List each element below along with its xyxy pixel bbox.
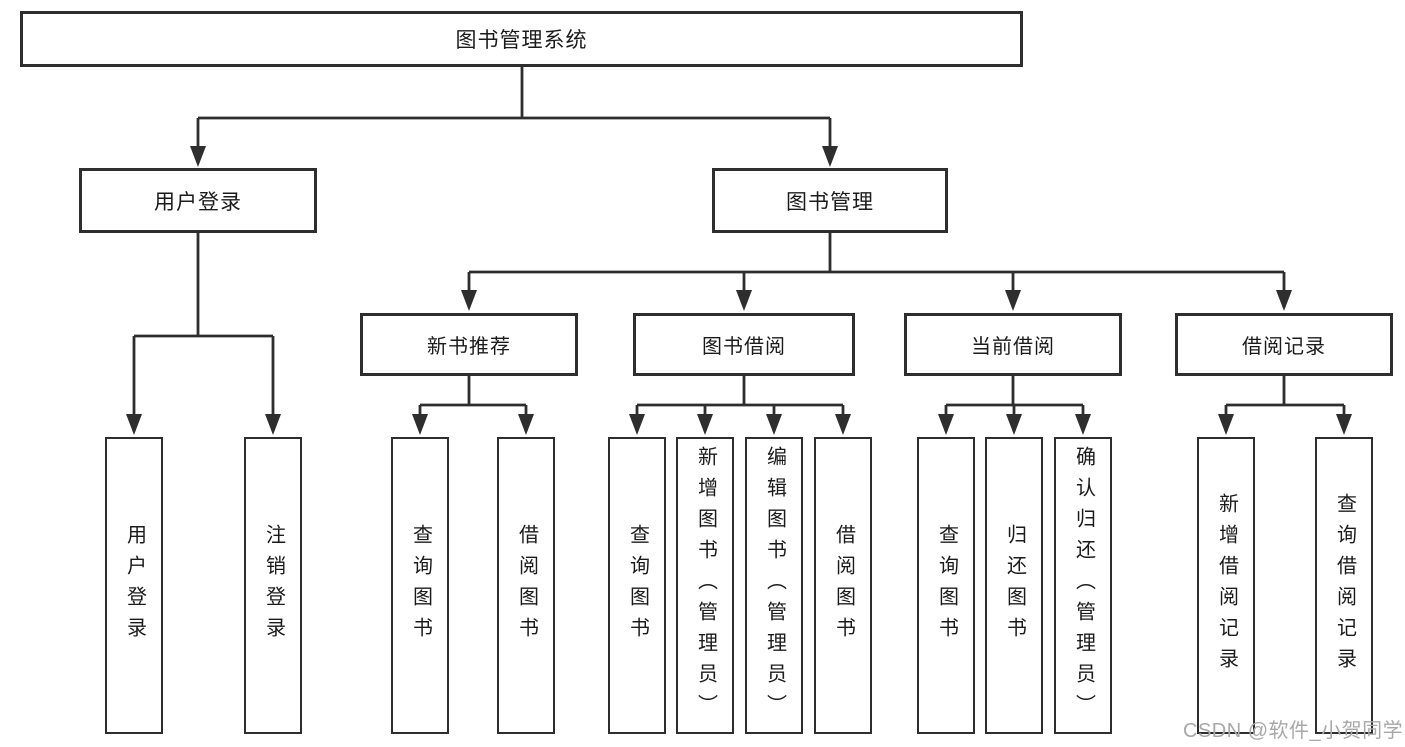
leaf-edit-book-admin: 编辑图书（管理员） (745, 437, 803, 734)
leaf-query-books-borrow: 查询图书 (608, 437, 666, 734)
connector-management-to-groups (461, 233, 1292, 311)
arrow-down-icon (1276, 290, 1292, 311)
arrow-down-icon (938, 414, 954, 435)
connector-login-to-leaves (126, 233, 281, 435)
leaf-confirm-return-admin: 确认归还（管理员） (1054, 437, 1112, 734)
connector-borrowrecords-group (1218, 376, 1352, 435)
leaf-label: 归还图书 (1003, 523, 1026, 648)
arrow-down-icon (412, 414, 428, 435)
group-book-borrow: 图书借阅 (633, 313, 855, 376)
arrow-down-icon (265, 414, 281, 435)
leaf-label: 查询图书 (626, 523, 649, 648)
arrow-down-icon (766, 414, 782, 435)
leaf-return-book: 归还图书 (985, 437, 1043, 734)
leaf-borrow-books: 借阅图书 (814, 437, 872, 734)
leaf-add-book-admin: 新增图书（管理员） (676, 437, 734, 734)
arrow-down-icon (461, 290, 477, 311)
leaf-query-borrow-record: 查询借阅记录 (1315, 437, 1373, 734)
leaf-label: 新增借阅记录 (1215, 492, 1238, 679)
root-label: 图书管理系统 (455, 29, 588, 52)
branch-label: 用户登录 (154, 190, 242, 214)
arrow-down-icon (1336, 414, 1352, 435)
connector-bookborrow-group (629, 376, 851, 435)
group-label: 借阅记录 (1242, 336, 1326, 358)
leaf-label: 新增图书（管理员） (694, 446, 717, 725)
arrow-down-icon (1075, 414, 1091, 435)
leaf-label: 确认归还（管理员） (1072, 446, 1095, 725)
leaf-label: 查询图书 (409, 523, 432, 648)
arrow-down-icon (1218, 414, 1234, 435)
leaf-label: 借阅图书 (515, 523, 538, 648)
leaf-query-books-current: 查询图书 (917, 437, 975, 734)
arrow-down-icon (190, 146, 206, 167)
leaf-label: 借阅图书 (832, 523, 855, 648)
connector-newbook-group (412, 376, 534, 435)
group-borrow-records: 借阅记录 (1175, 313, 1393, 376)
leaf-user-login: 用户登录 (105, 437, 163, 734)
branch-user-login: 用户登录 (79, 168, 317, 233)
group-label: 图书借阅 (702, 336, 786, 358)
branch-book-management: 图书管理 (712, 168, 948, 233)
leaf-label: 编辑图书（管理员） (763, 446, 786, 725)
connector-root-to-level2 (190, 67, 838, 167)
leaf-query-books-recommend: 查询图书 (391, 437, 449, 734)
arrow-down-icon (736, 290, 752, 311)
arrow-down-icon (835, 414, 851, 435)
leaf-label: 用户登录 (123, 523, 146, 648)
group-label: 新书推荐 (427, 336, 511, 358)
arrow-down-icon (1006, 414, 1022, 435)
arrow-down-icon (697, 414, 713, 435)
leaf-add-borrow-record: 新增借阅记录 (1197, 437, 1255, 734)
csdn-watermark: CSDN @软件_小贺同学 (1183, 720, 1404, 742)
branch-label: 图书管理 (786, 190, 874, 214)
group-label: 当前借阅 (971, 336, 1055, 358)
group-new-book-recommend: 新书推荐 (360, 313, 578, 376)
arrow-down-icon (518, 414, 534, 435)
leaf-label: 注销登录 (262, 523, 285, 648)
group-current-borrow: 当前借阅 (904, 313, 1122, 376)
arrow-down-icon (1005, 290, 1021, 311)
leaf-logout: 注销登录 (244, 437, 302, 734)
root-node-library-system: 图书管理系统 (20, 11, 1023, 67)
arrow-down-icon (629, 414, 645, 435)
arrow-down-icon (822, 146, 838, 167)
arrow-down-icon (126, 414, 142, 435)
leaf-label: 查询借阅记录 (1333, 492, 1356, 679)
connector-currentborrow-group (938, 376, 1091, 435)
leaf-label: 查询图书 (935, 523, 958, 648)
leaf-borrow-books-recommend: 借阅图书 (497, 437, 555, 734)
